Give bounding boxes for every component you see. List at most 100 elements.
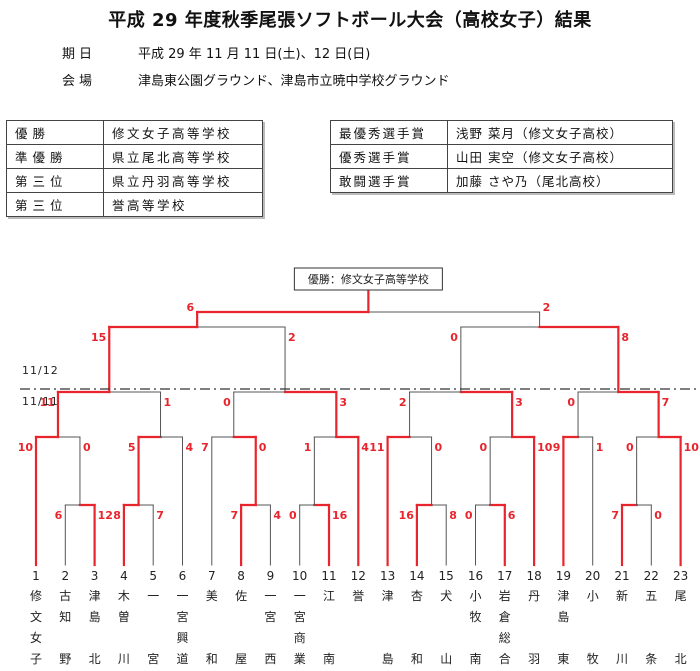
- team-name-char: 一: [147, 589, 159, 603]
- team-name-char: 牧: [469, 610, 481, 624]
- date-label-day1: 11/11: [22, 395, 59, 408]
- team-name-char: 文: [30, 609, 42, 624]
- team-number: 12: [351, 569, 366, 583]
- match-score: 7: [156, 509, 164, 522]
- team-number: 11: [321, 569, 336, 583]
- team-number: 20: [585, 569, 600, 583]
- winner-box: [293, 267, 443, 291]
- team-name-char: 曽: [118, 609, 130, 624]
- team-name-char: 東: [557, 652, 569, 666]
- match-score: 11: [369, 441, 384, 454]
- team-number: 19: [556, 569, 571, 583]
- team-name-char: 南: [323, 651, 335, 666]
- match-score: 0: [289, 509, 297, 522]
- team-name-char: 総: [499, 631, 511, 645]
- team-name-char: 島: [557, 609, 569, 624]
- match-score: 0: [450, 331, 458, 344]
- match-score: 12: [98, 509, 113, 522]
- awards-table: 最優秀選手賞浅野 菜月（修文女子高校） 優秀選手賞山田 実空（修文女子高校） 敢…: [330, 120, 673, 193]
- result-team: 県立丹羽高等学校: [103, 168, 263, 193]
- team-name-char: 岩: [499, 588, 511, 603]
- match-score: 11: [40, 396, 55, 409]
- team-name-char: 屋: [235, 652, 247, 666]
- team-number: 2: [61, 569, 69, 583]
- team-name-char: 業: [294, 652, 306, 666]
- match-score: 3: [515, 396, 523, 409]
- result-team: 誉高等学校: [103, 192, 263, 217]
- match-score: 5: [128, 441, 136, 454]
- results-table: 優勝修文女子高等学校 準優勝県立尾北高等学校 第三位県立丹羽高等学校 第三位誉高…: [6, 120, 263, 217]
- award-name: 浅野 菜月（修文女子高校）: [447, 120, 673, 145]
- result-row: 第三位県立丹羽高等学校: [6, 168, 263, 193]
- team-name-char: 牧: [587, 652, 599, 666]
- match-score: 2: [543, 301, 551, 314]
- team-name-char: 西: [264, 652, 276, 666]
- match-score: 4: [361, 441, 369, 454]
- match-score: 0: [223, 396, 231, 409]
- team-name-char: 道: [176, 652, 188, 666]
- date-label: 期日: [62, 47, 97, 62]
- team-name-char: 一: [264, 589, 276, 603]
- venue-row: 会場津島東公園グラウンド、津島市立暁中学校グラウンド: [62, 70, 449, 89]
- team-name-char: 修: [30, 588, 42, 603]
- match-score: 6: [55, 509, 63, 522]
- match-score: 0: [83, 441, 91, 454]
- winner-box-label: 優勝：修文女子高等学校: [308, 272, 429, 286]
- match-score: 1: [596, 441, 604, 454]
- team-number: 15: [439, 569, 454, 583]
- team-name-char: 条: [645, 652, 657, 666]
- team-number: 14: [409, 569, 424, 583]
- team-name-char: 川: [616, 652, 628, 666]
- match-score: 10: [537, 441, 553, 454]
- award-name: 加藤 さや乃（尾北高校）: [447, 168, 673, 193]
- match-score: 10: [18, 441, 34, 454]
- match-score: 8: [113, 509, 121, 522]
- team-name-char: 子: [30, 652, 42, 666]
- match-score: 0: [654, 509, 662, 522]
- team-name-char: 羽: [528, 652, 540, 666]
- team-name-char: 杏: [411, 589, 423, 603]
- match-score: 16: [332, 509, 348, 522]
- match-score: 2: [399, 396, 407, 409]
- team-number: 16: [468, 569, 483, 583]
- team-number: 3: [91, 569, 99, 583]
- team-number: 4: [120, 569, 128, 583]
- match-score: 10: [684, 441, 700, 454]
- team-name-char: 興: [176, 631, 188, 645]
- team-name-char: 女: [30, 630, 42, 645]
- team-name-char: 山: [440, 652, 452, 666]
- result-label: 第三位: [6, 192, 104, 217]
- match-score: 1: [304, 441, 312, 454]
- result-row: 準優勝県立尾北高等学校: [6, 144, 263, 169]
- award-row: 優秀選手賞山田 実空（修文女子高校）: [330, 144, 673, 169]
- team-number: 22: [644, 569, 659, 583]
- team-name-char: 島: [89, 609, 101, 624]
- team-name-char: 一: [294, 589, 306, 603]
- team-name-char: 津: [557, 589, 569, 603]
- match-score: 0: [567, 396, 575, 409]
- team-number: 9: [267, 569, 275, 583]
- team-name-char: 一: [176, 589, 188, 603]
- team-name-char: 和: [206, 652, 218, 666]
- team-name-char: 宮: [176, 609, 188, 624]
- venue-value: 津島東公園グラウンド、津島市立暁中学校グラウンド: [138, 74, 450, 89]
- team-number: 5: [149, 569, 157, 583]
- team-name-char: 宮: [264, 609, 276, 624]
- match-score: 8: [449, 509, 457, 522]
- result-label: 優勝: [6, 120, 104, 145]
- match-score: 15: [91, 331, 106, 344]
- team-number: 7: [208, 569, 216, 583]
- match-score: 4: [273, 509, 281, 522]
- award-name: 山田 実空（修文女子高校）: [447, 144, 673, 169]
- team-name-char: 木: [118, 589, 130, 603]
- team-name-char: 和: [411, 652, 423, 666]
- team-number: 10: [292, 569, 307, 583]
- team-name-char: 五: [645, 589, 657, 603]
- team-number: 6: [179, 569, 187, 583]
- match-score: 0: [259, 441, 267, 454]
- result-label: 準優勝: [6, 144, 104, 169]
- result-label: 第三位: [6, 168, 104, 193]
- date-row: 期日平成 29 年 11 月 11 日(土)、12 日(日): [62, 43, 370, 62]
- team-name-char: 知: [59, 610, 71, 624]
- match-score: 8: [621, 331, 629, 344]
